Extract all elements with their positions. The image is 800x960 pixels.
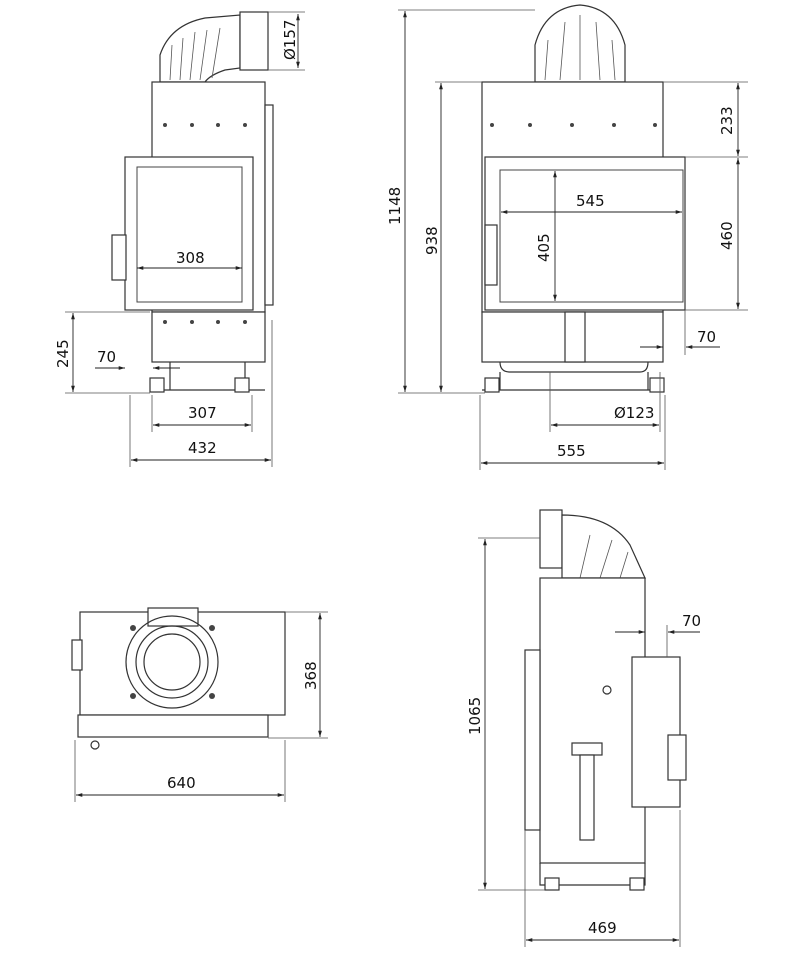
dim-air-inlet-diameter: Ø123 bbox=[614, 404, 654, 422]
dim-leg-span: 307 bbox=[188, 404, 217, 422]
glass bbox=[499, 169, 684, 303]
dim-depth: 368 bbox=[302, 661, 320, 690]
dim-width: 640 bbox=[167, 774, 196, 792]
side-view: 1065 70 469 bbox=[466, 509, 701, 947]
dim-total-height: 1148 bbox=[386, 187, 404, 225]
dim-flue-diameter: Ø157 bbox=[281, 20, 299, 60]
dim-side-offset: 70 bbox=[97, 348, 116, 366]
dim-body-height: 938 bbox=[423, 226, 441, 255]
dim-total-width: 555 bbox=[557, 442, 586, 460]
dim-total-width: 432 bbox=[188, 439, 217, 457]
front-left-view: Ø157 308 245 70 307 432 bbox=[54, 11, 305, 467]
glass bbox=[136, 166, 243, 303]
dim-depth: 469 bbox=[588, 919, 617, 937]
top-view: 368 640 bbox=[71, 607, 328, 802]
door-handle bbox=[111, 234, 127, 281]
dim-glass-width: 308 bbox=[176, 249, 205, 267]
dim-top-to-door: 233 bbox=[718, 106, 736, 135]
dim-side-offset: 70 bbox=[682, 612, 701, 630]
dim-height: 1065 bbox=[466, 697, 484, 735]
dim-door-height: 460 bbox=[718, 221, 736, 250]
front-right-view: 1148 938 233 460 545 405 70 Ø123 555 bbox=[386, 4, 748, 470]
dim-glass-height: 405 bbox=[535, 233, 553, 262]
stove-body bbox=[79, 611, 286, 716]
flue-outlet bbox=[125, 615, 219, 709]
dim-height-floor-to-door: 245 bbox=[54, 339, 72, 368]
dim-glass-width: 545 bbox=[576, 192, 605, 210]
dim-side-offset: 70 bbox=[697, 328, 716, 346]
flue-elbow bbox=[159, 11, 269, 83]
